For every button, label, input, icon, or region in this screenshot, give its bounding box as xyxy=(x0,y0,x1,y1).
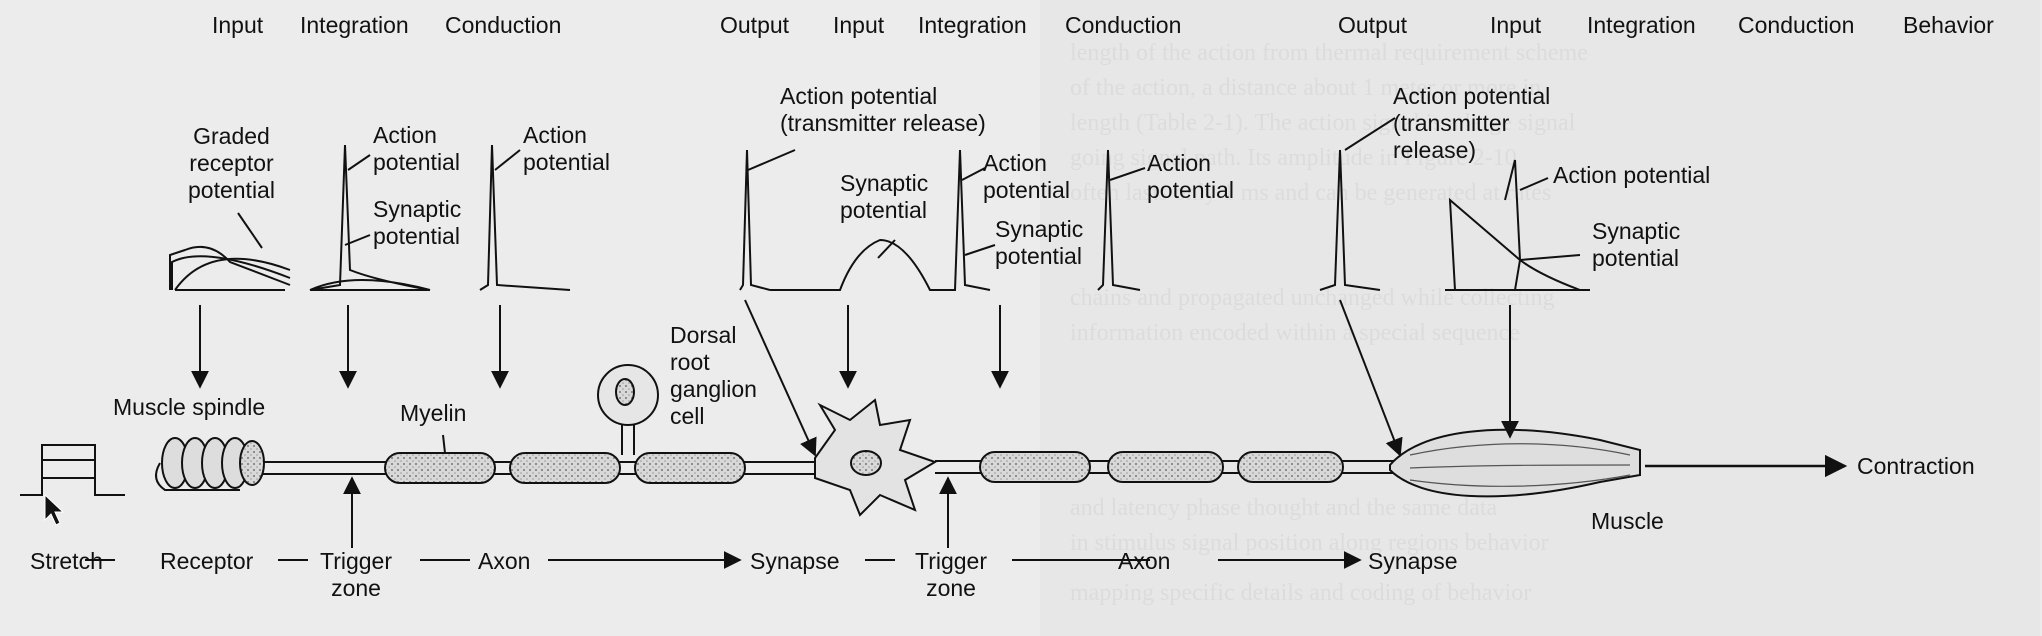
flow-synapse-1: Synapse xyxy=(750,548,840,574)
svg-text:chains and propagated unchange: chains and propagated unchanged while co… xyxy=(1070,285,1555,311)
flow-receptor: Receptor xyxy=(160,548,254,574)
header-output-2: Output xyxy=(1338,12,1408,38)
motor-neuron-cell-body xyxy=(814,398,938,517)
svg-text:information encoded within a s: information encoded within a special seq… xyxy=(1070,320,1520,346)
label-contraction: Contraction xyxy=(1857,453,1975,479)
header-output-1: Output xyxy=(720,12,790,38)
label-muscle: Muscle xyxy=(1591,508,1664,534)
label-synaptic-potential-1: Synaptic potential xyxy=(373,196,462,249)
label-muscle-spindle: Muscle spindle xyxy=(113,394,266,420)
label-graded-receptor-potential: Graded receptor potential xyxy=(188,123,275,203)
input-arrows xyxy=(191,299,1519,457)
header-conduction-3: Conduction xyxy=(1738,12,1855,38)
header-integration-3: Integration xyxy=(1587,12,1696,38)
label-action-potential-transmitter-2: Action potential (transmitter release) xyxy=(1393,83,1551,163)
label-synaptic-potential-3: Synaptic potential xyxy=(995,216,1084,269)
waveform-panels xyxy=(169,144,1590,291)
label-action-potential-1: Action potential xyxy=(373,122,460,175)
mouse-cursor-icon xyxy=(44,493,65,526)
label-myelin: Myelin xyxy=(400,400,467,426)
muscle-spindle-drawing xyxy=(155,437,265,491)
header-conduction-1: Conduction xyxy=(445,12,562,38)
header-behavior: Behavior xyxy=(1903,12,1994,38)
myelin-segments xyxy=(384,451,1344,484)
flow-synapse-2: Synapse xyxy=(1368,548,1458,574)
label-action-potential-3: Action potential xyxy=(983,150,1070,203)
svg-text:going signal path. Its amplitu: going signal path. Its amplitude in Figu… xyxy=(1070,145,1517,171)
header-input-3: Input xyxy=(1490,12,1542,38)
header-integration-1: Integration xyxy=(300,12,409,38)
label-dorsal-root-ganglion-cell: Dorsal root ganglion cell xyxy=(670,322,757,429)
header-conduction-2: Conduction xyxy=(1065,12,1182,38)
label-action-potential-transmitter-1: Action potential (transmitter release) xyxy=(780,83,986,136)
label-action-potential-2: Action potential xyxy=(523,122,610,175)
label-synaptic-potential-4: Synaptic potential xyxy=(1592,218,1681,271)
pointer-lines xyxy=(237,117,1581,454)
header-integration-2: Integration xyxy=(918,12,1027,38)
svg-text:length of the action from ther: length of the action from thermal requir… xyxy=(1070,40,1588,66)
flow-axon-2: Axon xyxy=(1118,548,1171,574)
ganglion-cell-drawing xyxy=(597,364,659,455)
label-action-potential-4: Action potential xyxy=(1147,150,1234,203)
stretch-stimulus-trace xyxy=(20,444,125,496)
trigger-arrows xyxy=(343,476,957,548)
svg-text:and latency phase thought and: and latency phase thought and the same d… xyxy=(1070,495,1498,521)
muscle-drawing xyxy=(1389,428,1641,498)
flow-trigger-zone-1: Trigger zone xyxy=(320,548,392,601)
flow-trigger-zone-2: Trigger zone xyxy=(915,548,987,601)
background-page-text: length of the action from thermal requir… xyxy=(1040,0,2040,636)
svg-text:of the action, a distance abou: of the action, a distance about 1 meter … xyxy=(1070,75,1541,101)
flow-axon-1: Axon xyxy=(478,548,531,574)
svg-text:mapping specific details and c: mapping specific details and coding of b… xyxy=(1070,580,1531,606)
svg-text:in stimulus signal position al: in stimulus signal position along region… xyxy=(1070,530,1549,556)
flow-stretch: Stretch xyxy=(30,548,103,574)
header-input-2: Input xyxy=(833,12,885,38)
header-input-1: Input xyxy=(212,12,264,38)
label-action-potential-5: Action potential xyxy=(1553,162,1711,188)
svg-text:often lasts only 1 ms and can: often lasts only 1 ms and can be generat… xyxy=(1070,180,1551,206)
svg-text:length (Table 2-1). The action: length (Table 2-1). The action signal is… xyxy=(1070,110,1576,136)
label-synaptic-potential-2: Synaptic potential xyxy=(840,170,929,223)
